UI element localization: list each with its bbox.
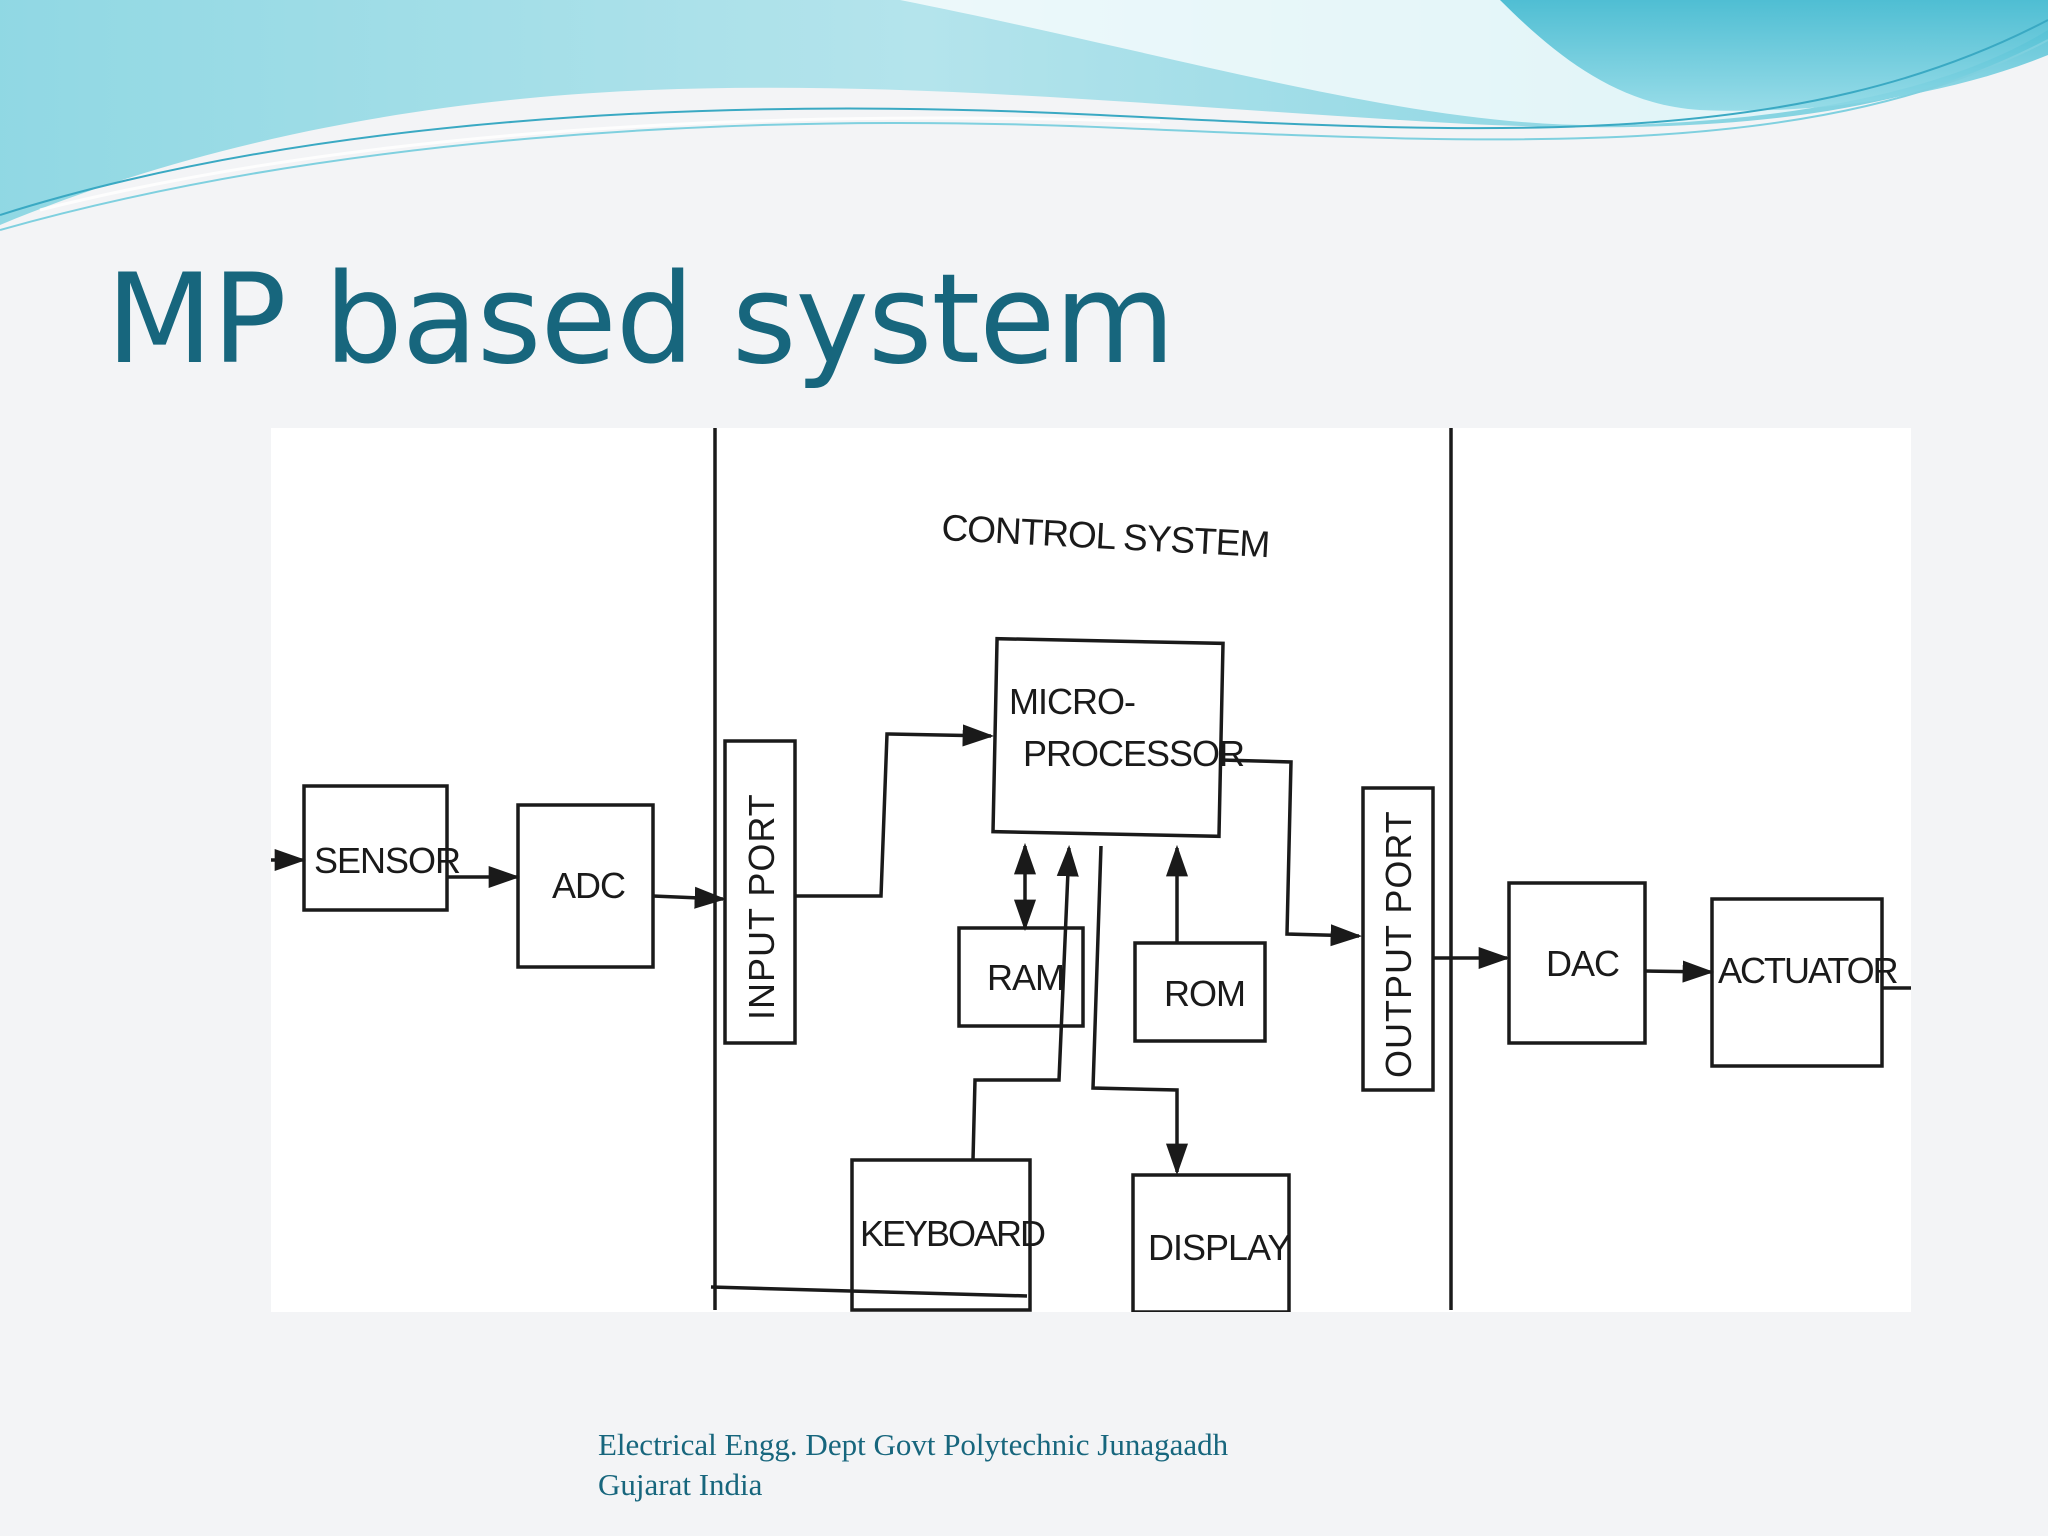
microprocessor-label-line1: MICRO- — [1009, 681, 1135, 722]
mp-to-output-port-arrow — [1220, 758, 1363, 947]
display-block — [1131, 1173, 1291, 1312]
slide-title: MP based system — [106, 248, 1175, 392]
block-diagram-canvas: CONTROL SYSTEM SENSOR ADC INPUT PORT MIC… — [271, 428, 1911, 1312]
keyboard-to-mp-arrow — [971, 844, 1079, 1161]
input-port-label: INPUT PORT — [741, 793, 782, 1020]
adc-to-input-port-arrow — [652, 886, 727, 909]
output-port-label: OUTPUT PORT — [1378, 810, 1419, 1078]
input-port-block — [723, 739, 797, 1045]
sensor-label: SENSOR — [314, 840, 460, 881]
mp-to-display-arrow — [1091, 845, 1189, 1176]
control-system-label: CONTROL SYSTEM — [941, 507, 1271, 565]
actuator-label: ACTUATOR — [1718, 950, 1898, 991]
adc-block — [516, 803, 655, 969]
header-wave-decoration — [0, 0, 2048, 231]
ram-block — [957, 926, 1085, 1028]
microprocessor-label-line2: PROCESSOR — [1023, 733, 1244, 774]
actuator-block — [1710, 897, 1884, 1068]
slide-footer: Electrical Engg. Dept Govt Polytechnic J… — [598, 1425, 1228, 1505]
adc-label: ADC — [552, 865, 625, 906]
display-label: DISPLAY — [1148, 1227, 1291, 1268]
footer-line-2: Gujarat India — [598, 1467, 763, 1502]
keyboard-label: KEYBOARD — [860, 1213, 1045, 1254]
dac-to-actuator-arrow — [1644, 960, 1715, 983]
microprocessor-block — [991, 636, 1225, 839]
control-system-bottom-edge — [710, 1285, 1028, 1298]
keyboard-block — [850, 1158, 1032, 1312]
rom-label: ROM — [1164, 973, 1245, 1014]
dac-label: DAC — [1546, 943, 1619, 984]
control-system-boundary — [713, 428, 1453, 1310]
sensor-block — [302, 784, 449, 912]
dac-block — [1507, 881, 1647, 1045]
input-port-to-mp-arrow — [795, 724, 995, 898]
output-port-block — [1361, 786, 1435, 1092]
ram-label: RAM — [987, 957, 1064, 998]
block-diagram: CONTROL SYSTEM SENSOR ADC INPUT PORT MIC… — [271, 428, 1911, 1312]
rom-block — [1133, 941, 1267, 1043]
footer-line-1: Electrical Engg. Dept Govt Polytechnic J… — [598, 1427, 1229, 1462]
